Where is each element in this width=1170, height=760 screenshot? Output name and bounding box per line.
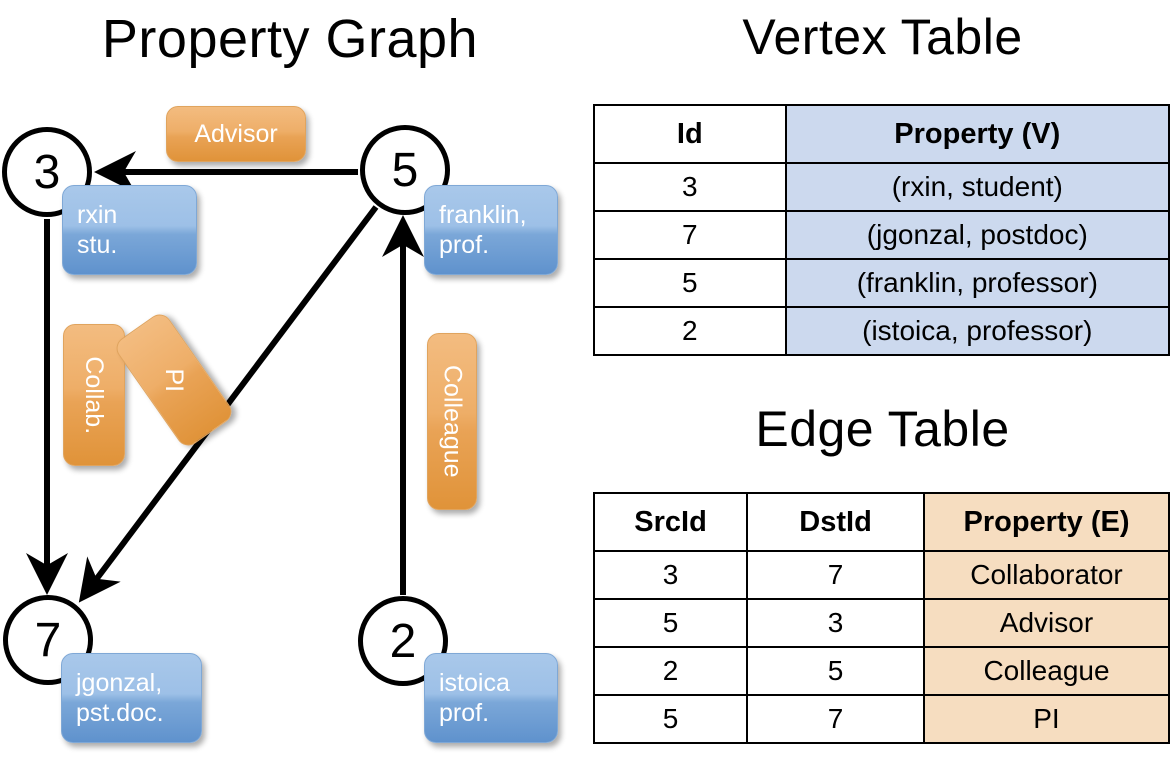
vertex-role-istoica: prof. (439, 699, 490, 727)
edge-src-cell: 2 (592, 646, 749, 696)
edge-property-cell: Collaborator (922, 550, 1170, 600)
vertex-table-header-id: Id (593, 104, 787, 164)
page-title-property-graph: Property Graph (101, 9, 479, 69)
edge-property-cell: Advisor (922, 598, 1170, 648)
graph-node-7-label: 7 (34, 613, 62, 667)
table-row[interactable]: 2 5 Colleague (592, 646, 1170, 696)
edge-src-cell: 5 (592, 694, 749, 744)
graph-node-3-label: 3 (33, 145, 61, 199)
vertex-name-rxin: rxin (77, 200, 118, 229)
vertex-role-rxin: stu. (77, 231, 118, 259)
edge-table-header-srcid: SrcId (592, 492, 749, 552)
table-row[interactable]: 5 (franklin, professor) (593, 258, 1170, 308)
graph-edges-svg (26, 151, 424, 603)
vertex-name-jgonzal: jgonzal, (76, 668, 163, 697)
edge-src-cell: 3 (592, 550, 749, 600)
vertex-table-header-row: Id Property (V) (593, 104, 1170, 164)
edge-label-collab[interactable]: Collab. (63, 324, 125, 466)
vertex-property-cell: (jgonzal, postdoc) (784, 210, 1170, 260)
vertex-property-box-istoica[interactable]: istoica prof. (424, 653, 558, 743)
vertex-id-cell: 7 (593, 210, 787, 260)
edge-table: SrcId DstId Property (E) 3 7 Collaborato… (592, 492, 1170, 744)
vertex-role-jgonzal: pst.doc. (76, 699, 164, 727)
edge-5-to-7 (78, 205, 379, 603)
vertex-property-box-franklin[interactable]: franklin, prof. (424, 185, 558, 275)
edge-label-advisor-text: Advisor (194, 119, 278, 148)
page-title-edge-table: Edge Table (755, 401, 1010, 457)
edge-property-cell: Colleague (922, 646, 1170, 696)
graph-node-2-label: 2 (389, 614, 417, 668)
table-row[interactable]: 2 (istoica, professor) (593, 306, 1170, 356)
vertex-name-franklin: franklin, (439, 200, 527, 229)
table-row[interactable]: 3 7 Collaborator (592, 550, 1170, 600)
edge-dst-cell: 7 (746, 550, 925, 600)
edge-src-cell: 5 (592, 598, 749, 648)
vertex-name-istoica: istoica (439, 668, 510, 697)
vertex-id-cell: 3 (593, 162, 787, 212)
vertex-table-header-property: Property (V) (784, 104, 1170, 164)
edge-dst-cell: 7 (746, 694, 925, 744)
vertex-property-box-jgonzal[interactable]: jgonzal, pst.doc. (61, 653, 202, 743)
property-graph-panel: Property Graph 3 5 7 (0, 0, 580, 760)
edge-property-cell: PI (922, 694, 1170, 744)
edge-label-collab-text: Collab. (80, 356, 109, 434)
edge-table-header-property: Property (E) (922, 492, 1170, 552)
vertex-property-box-rxin[interactable]: rxin stu. (62, 185, 197, 275)
edge-label-colleague[interactable]: Colleague (427, 333, 477, 510)
edge-table-header-row: SrcId DstId Property (E) (592, 492, 1170, 552)
page-title-vertex-table: Vertex Table (742, 9, 1023, 65)
vertex-table: Id Property (V) 3 (rxin, student) 7 (jgo… (593, 104, 1170, 356)
vertex-id-cell: 2 (593, 306, 787, 356)
vertex-role-franklin: prof. (439, 231, 490, 259)
edge-label-pi-text: PI (160, 368, 189, 392)
edge-table-header-dstid: DstId (746, 492, 925, 552)
edge-label-advisor[interactable]: Advisor (166, 106, 306, 162)
vertex-property-cell: (istoica, professor) (784, 306, 1170, 356)
graph-node-2[interactable]: 2 (358, 596, 448, 686)
graph-node-5[interactable]: 5 (360, 125, 450, 215)
vertex-id-cell: 5 (593, 258, 787, 308)
table-row[interactable]: 5 3 Advisor (592, 598, 1170, 648)
vertex-property-cell: (rxin, student) (784, 162, 1170, 212)
edge-dst-cell: 5 (746, 646, 925, 696)
graph-node-5-label: 5 (391, 143, 419, 197)
vertex-property-cell: (franklin, professor) (784, 258, 1170, 308)
table-row[interactable]: 3 (rxin, student) (593, 162, 1170, 212)
table-row[interactable]: 5 7 PI (592, 694, 1170, 744)
edge-dst-cell: 3 (746, 598, 925, 648)
edge-label-colleague-text: Colleague (438, 365, 467, 478)
table-row[interactable]: 7 (jgonzal, postdoc) (593, 210, 1170, 260)
